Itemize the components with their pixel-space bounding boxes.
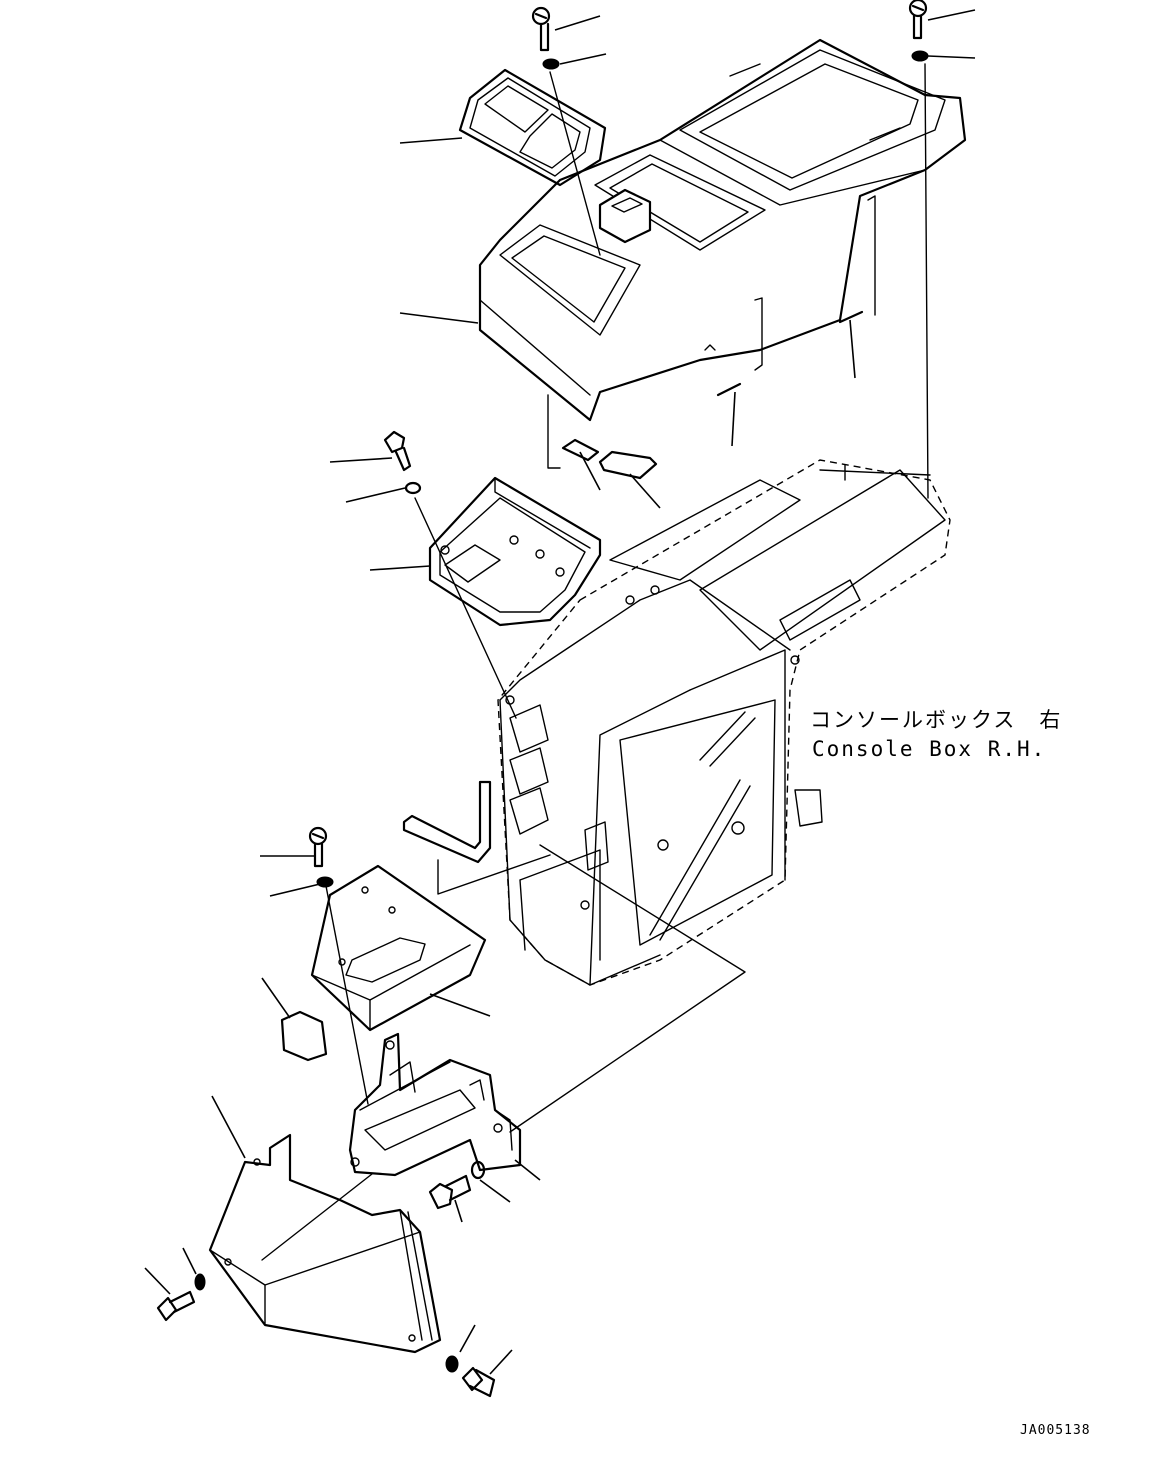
clip-b [598, 450, 658, 480]
console-frame [497, 459, 951, 986]
lower-screw [308, 826, 328, 868]
bracket-washer [404, 481, 422, 495]
bottom-right-screw [461, 1366, 496, 1398]
top-right-washer [911, 50, 929, 62]
diagram-title-japanese: コンソールボックス 右 [810, 708, 1063, 732]
pin-a [716, 382, 742, 397]
top-right-screw [908, 0, 928, 40]
side-panel [208, 1133, 442, 1354]
lower-bracket [348, 1032, 522, 1177]
bottom-right-washer [445, 1355, 459, 1373]
drawing-code: JA005138 [1020, 1423, 1091, 1438]
top-left-screw [531, 6, 551, 52]
bottom-left-screw [156, 1290, 196, 1322]
leader-lines [144, 9, 976, 1375]
side-bolt [428, 1174, 472, 1210]
lower-washer [316, 876, 334, 888]
top-cover-plate [458, 68, 607, 187]
mounting-bracket [428, 476, 602, 627]
diagram-title-english: Console Box R.H. [812, 737, 1047, 761]
assembly-lines [261, 63, 929, 1261]
lower-cover [310, 864, 487, 1032]
console-top-housing [478, 38, 967, 422]
hex-key [402, 780, 492, 864]
bottom-left-washer [194, 1273, 206, 1291]
clip-a [561, 438, 600, 462]
side-washer [470, 1160, 486, 1180]
pin-b [838, 310, 864, 324]
gasket-pad [280, 1010, 328, 1062]
top-left-washer [542, 58, 560, 70]
bracket-bolt [383, 430, 412, 472]
